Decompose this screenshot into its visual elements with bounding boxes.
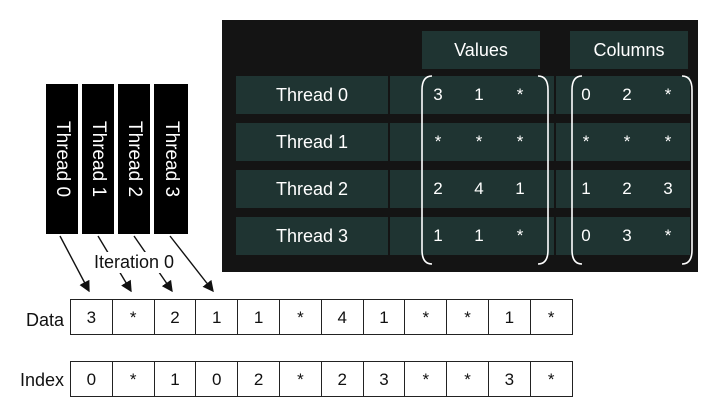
index-cell: 0 — [196, 361, 239, 397]
iteration-label: Iteration 0 — [92, 252, 177, 273]
value-cell: * — [475, 132, 483, 151]
arrow-thread-0 — [59, 235, 90, 293]
thread-column-3: Thread 3 — [154, 84, 188, 234]
data-cell: 2 — [154, 299, 197, 335]
row-separator — [388, 217, 390, 255]
column-cell: 0 — [581, 226, 591, 245]
column-cell: * — [582, 132, 590, 151]
value-cell: 1 — [433, 226, 443, 245]
row-label: Thread 2 — [275, 179, 349, 199]
row-label: Thread 3 — [275, 226, 349, 246]
row-separator — [554, 217, 556, 255]
row-separator — [554, 123, 556, 161]
values-right-bracket — [537, 75, 549, 265]
column-cell: * — [664, 132, 672, 151]
thread-column-2: Thread 2 — [118, 84, 152, 234]
column-cell: 2 — [622, 179, 632, 198]
row-separator — [388, 123, 390, 161]
row-separator — [554, 76, 556, 114]
index-cell: * — [279, 361, 322, 397]
index-cell: 2 — [321, 361, 364, 397]
values-header: Values — [422, 31, 540, 69]
column-cell: * — [623, 132, 631, 151]
value-cell: 3 — [433, 85, 443, 104]
column-cell: 1 — [581, 179, 591, 198]
column-cell: * — [664, 85, 672, 104]
index-cell: * — [405, 361, 448, 397]
data-cell: 1 — [488, 299, 531, 335]
data-cell: 1 — [196, 299, 239, 335]
value-cell: * — [516, 132, 524, 151]
data-cell: 4 — [321, 299, 364, 335]
arrow-thread-3 — [169, 235, 214, 293]
index-array-label: Index — [19, 370, 64, 390]
value-cell: 1 — [515, 179, 525, 198]
index-cell: 3 — [363, 361, 406, 397]
data-cell: 3 — [71, 299, 113, 335]
column-cell: 2 — [622, 85, 632, 104]
table-row — [236, 76, 690, 114]
data-cell: * — [405, 299, 448, 335]
value-cell: 1 — [474, 226, 484, 245]
thread-column-1: Thread 1 — [82, 84, 116, 234]
index-cell: * — [447, 361, 489, 397]
value-cell: 1 — [474, 85, 484, 104]
data-cell: * — [447, 299, 489, 335]
value-cell: * — [516, 226, 524, 245]
index-cell: 2 — [238, 361, 280, 397]
column-cell: * — [664, 226, 672, 245]
column-cell: 0 — [581, 85, 591, 104]
row-label: Thread 1 — [275, 132, 349, 152]
table-row — [236, 123, 690, 161]
data-cell: * — [530, 299, 573, 335]
table-row — [236, 217, 690, 255]
index-cell: * — [530, 361, 573, 397]
value-cell: * — [434, 132, 442, 151]
row-separator — [388, 76, 390, 114]
index-cell: 1 — [154, 361, 197, 397]
column-cell: 3 — [663, 179, 673, 198]
value-cell: 4 — [474, 179, 484, 198]
table-row — [236, 170, 690, 208]
columns-right-bracket — [681, 75, 693, 265]
value-cell: * — [516, 85, 524, 104]
column-cell: 3 — [622, 226, 632, 245]
thread-column-0: Thread 0 — [46, 84, 80, 234]
row-label: Thread 0 — [275, 85, 349, 105]
data-array-label: Data — [25, 310, 64, 330]
columns-header: Columns — [570, 31, 688, 69]
index-cell: 0 — [71, 361, 113, 397]
columns-left-bracket — [571, 75, 583, 265]
value-cell: 2 — [433, 179, 443, 198]
values-left-bracket — [421, 75, 433, 265]
data-cell: 1 — [363, 299, 406, 335]
data-cell: * — [279, 299, 322, 335]
data-cell: * — [112, 299, 155, 335]
index-cell: * — [112, 361, 155, 397]
index-cell: 3 — [488, 361, 531, 397]
row-separator — [388, 170, 390, 208]
row-separator — [554, 170, 556, 208]
data-cell: 1 — [238, 299, 280, 335]
